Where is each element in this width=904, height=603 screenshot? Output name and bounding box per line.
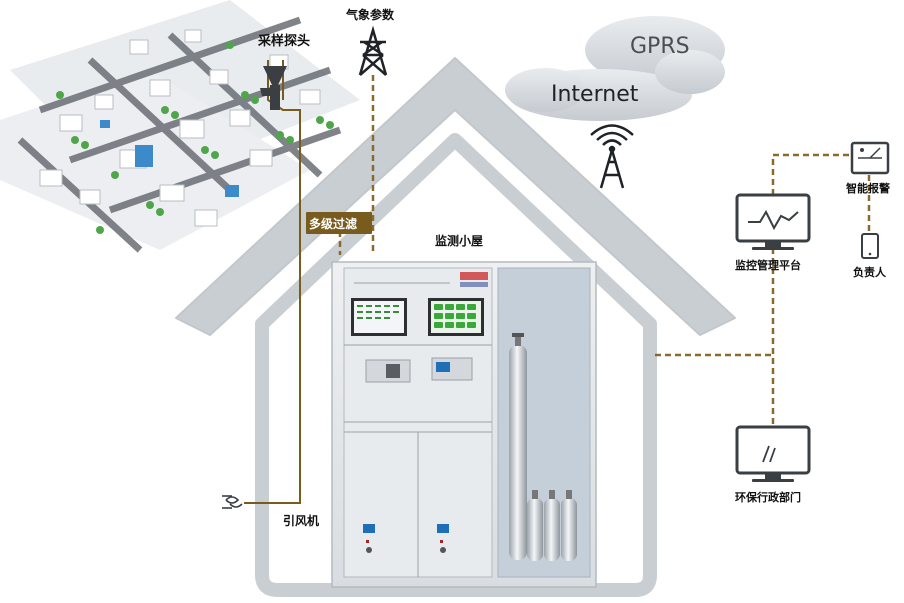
env-department-label: 环保行政部门 (735, 491, 801, 504)
multi-filter-label: 多级过滤 (309, 217, 358, 231)
gprs-label: GPRS (630, 34, 690, 59)
induced-fan-label: 引风机 (283, 514, 320, 528)
monitor-icon (735, 193, 811, 250)
fan-icon (222, 495, 243, 509)
gas-cylinders (509, 333, 577, 561)
weather-tower-icon (358, 25, 388, 76)
multi-filter-box (306, 212, 372, 234)
alarm-panel-icon (850, 141, 890, 175)
person-in-charge-label: 负责人 (853, 266, 886, 279)
smart-alarm-label: 智能报警 (846, 182, 890, 195)
weather-params-label: 气象参数 (346, 8, 395, 22)
sampling-probe-label: 采样探头 (258, 34, 311, 49)
cloud-icon (505, 16, 725, 121)
wireless-antenna-icon (590, 124, 634, 189)
internet-label: Internet (551, 82, 639, 107)
house-roof (175, 57, 736, 336)
monitor-icon (735, 425, 811, 482)
monitoring-platform-label: 监控管理平台 (735, 259, 801, 272)
sampling-probe-icon (260, 66, 287, 110)
phone-icon (861, 233, 879, 259)
city-illustration (0, 0, 360, 253)
monitoring-house-label: 监测小屋 (435, 234, 484, 248)
